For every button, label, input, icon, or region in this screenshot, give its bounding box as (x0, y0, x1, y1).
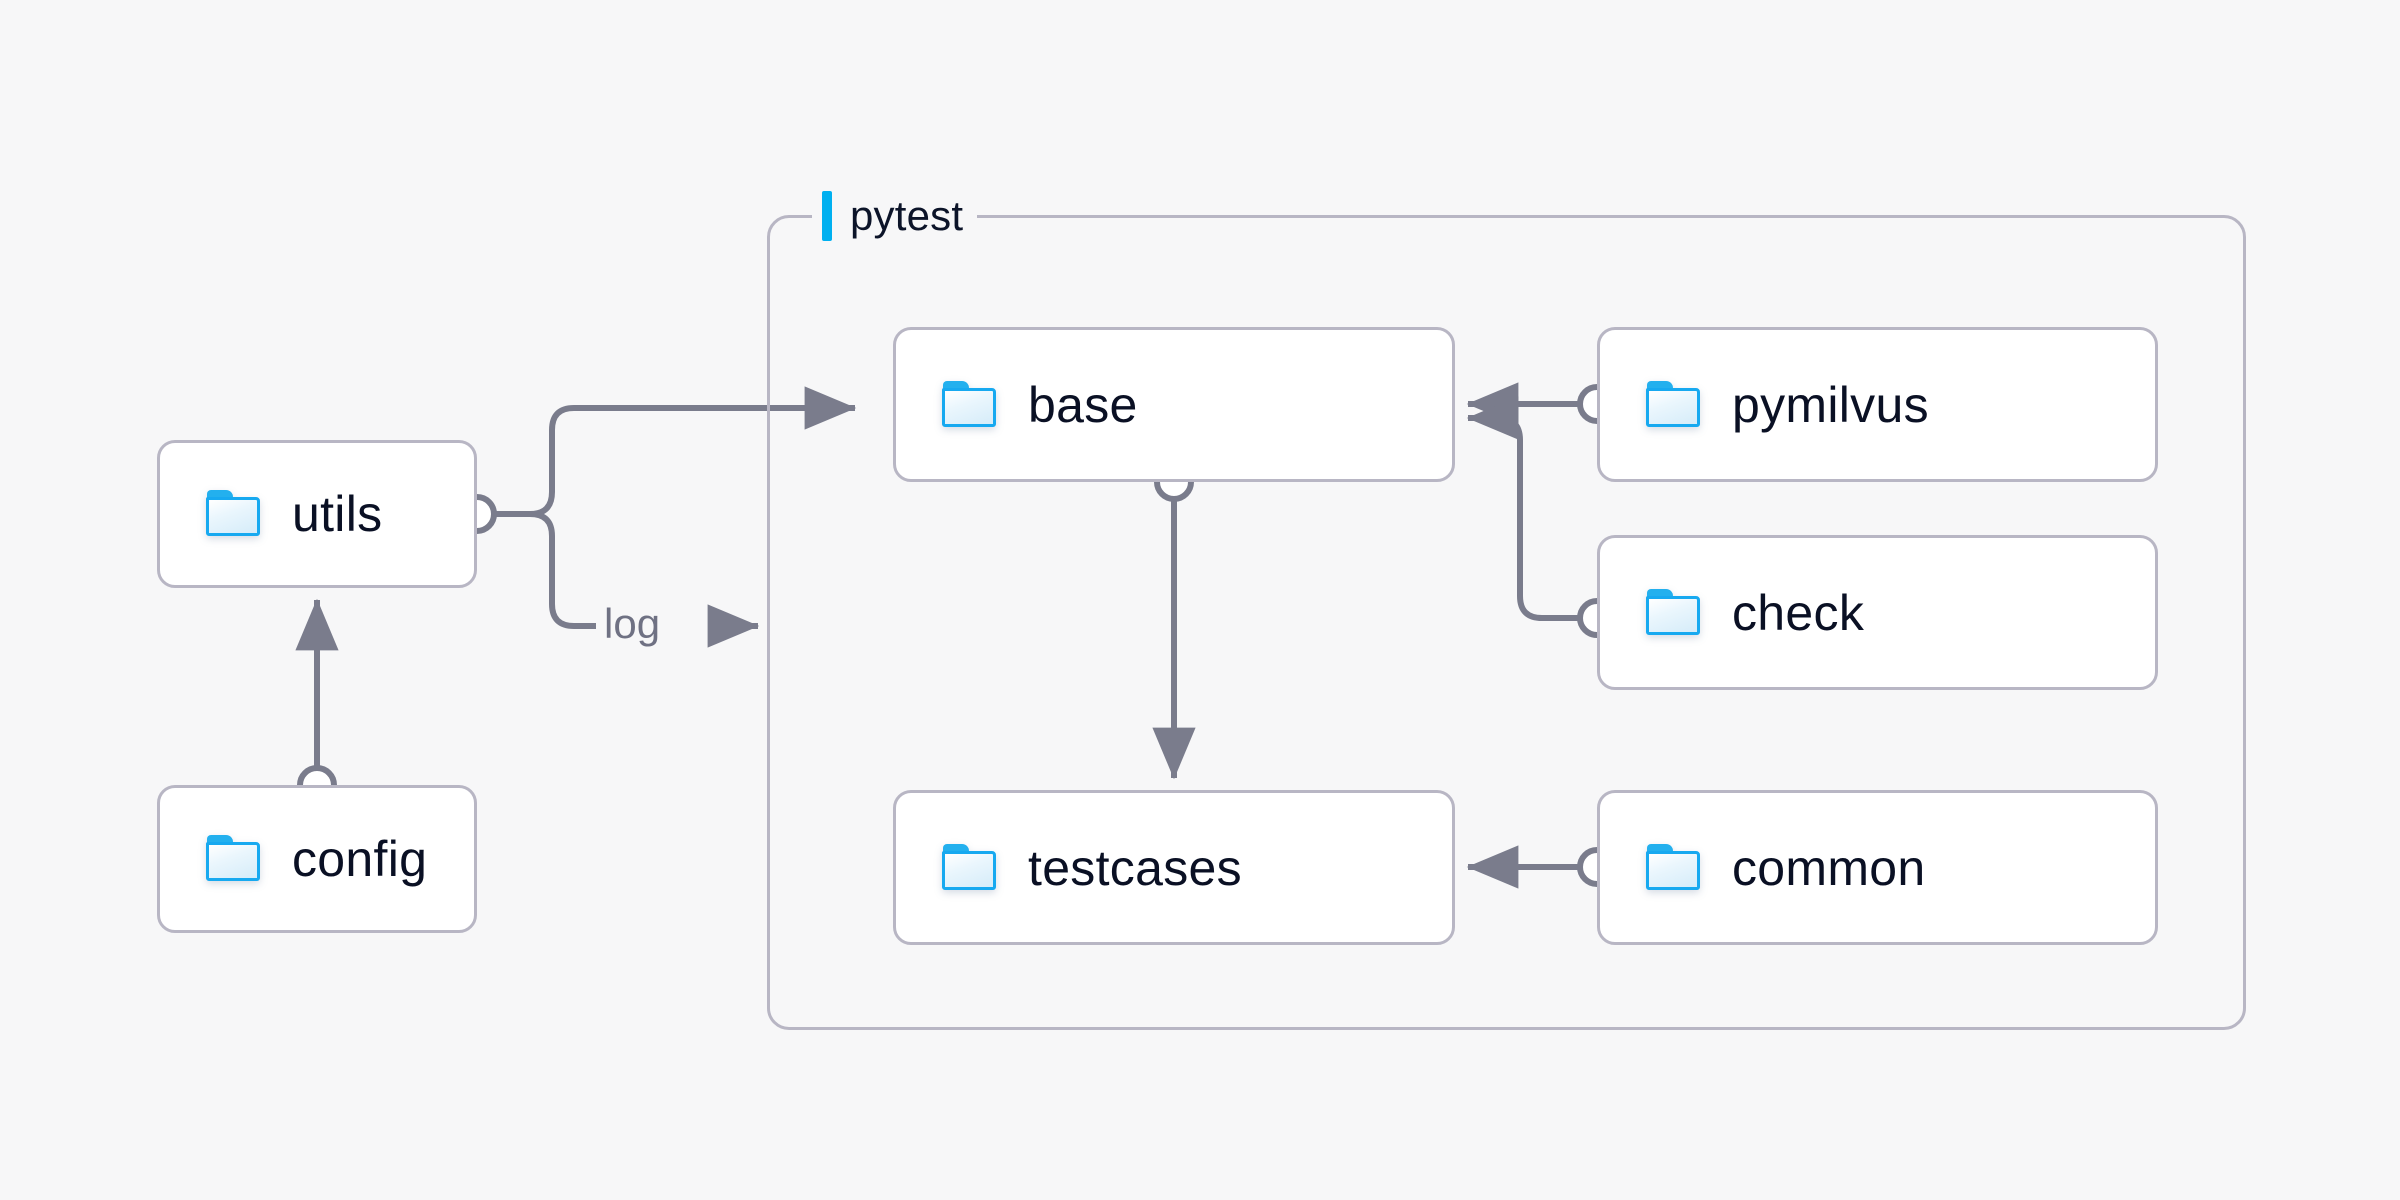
folder-icon (206, 835, 262, 883)
node-label-utils: utils (292, 486, 383, 542)
folder-icon (942, 843, 998, 892)
folder-icon (942, 380, 998, 429)
group-pytest (767, 215, 2246, 1030)
group-title-text: pytest (850, 192, 964, 239)
folder-icon (1646, 380, 1702, 429)
node-label-pymilvus: pymilvus (1732, 376, 1929, 433)
node-config[interactable]: config (157, 785, 477, 933)
node-label-common: common (1732, 839, 1926, 896)
node-testcases[interactable]: testcases (893, 790, 1455, 945)
node-utils[interactable]: utils (157, 440, 477, 588)
node-label-config: config (292, 831, 428, 887)
node-label-testcases: testcases (1028, 839, 1242, 896)
edge-label-log: log (604, 600, 661, 647)
folder-icon (1646, 843, 1702, 892)
node-label-check: check (1732, 584, 1865, 641)
node-label-base: base (1028, 376, 1138, 433)
node-check[interactable]: check (1597, 535, 2158, 690)
folder-icon (1646, 588, 1702, 637)
node-pymilvus[interactable]: pymilvus (1597, 327, 2158, 482)
group-pytest-label: pytest (812, 187, 978, 245)
node-common[interactable]: common (1597, 790, 2158, 945)
node-base[interactable]: base (893, 327, 1455, 482)
folder-icon (206, 490, 262, 538)
group-accent-bar (822, 191, 832, 241)
